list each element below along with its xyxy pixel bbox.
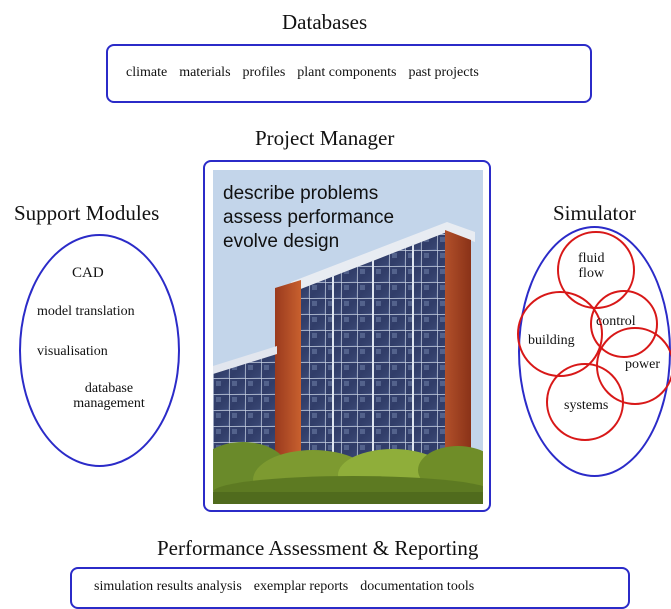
databases-items: climate materials profiles plant compone… (126, 65, 479, 81)
task-assess-performance: assess performance (223, 207, 395, 228)
task-evolve-design: evolve design (223, 231, 340, 252)
label-control: control (596, 314, 636, 329)
circle-systems (546, 363, 624, 441)
database-profiles: profiles (242, 65, 286, 80)
project-manager-tasks: describe problems assess performance evo… (223, 182, 394, 254)
support-cad: CAD (72, 265, 104, 281)
database-past-projects: past projects (408, 65, 479, 80)
simulator-title: Simulator (553, 201, 636, 225)
circle-control (590, 290, 658, 358)
label-systems: systems (564, 398, 609, 413)
database-climate: climate (126, 65, 168, 80)
label-fluid-flow: fluid flow (578, 251, 605, 282)
reporting-items: simulation results analysis exemplar rep… (94, 579, 474, 595)
building-illustration (213, 170, 483, 504)
report-simulation-results-analysis: simulation results analysis (94, 579, 242, 594)
database-materials: materials (179, 65, 231, 80)
database-plant-components: plant components (297, 65, 397, 80)
task-describe-problems: describe problems (223, 183, 379, 204)
reporting-title: Performance Assessment & Reporting (157, 536, 479, 560)
support-database-management: database management (73, 381, 145, 412)
project-manager-box: describe problems assess performance evo… (203, 160, 491, 512)
project-manager-title: Project Manager (255, 126, 395, 150)
databases-title: Databases (282, 10, 368, 34)
label-building: building (528, 333, 575, 348)
support-model-translation: model translation (37, 304, 135, 319)
building-photo: describe problems assess performance evo… (213, 170, 483, 504)
support-modules-ellipse (19, 234, 180, 467)
circle-building (517, 291, 603, 377)
label-power: power (625, 357, 660, 372)
databases-box: climate materials profiles plant compone… (106, 44, 592, 103)
report-exemplar-reports: exemplar reports (253, 579, 349, 594)
support-visualisation: visualisation (37, 344, 108, 359)
support-modules-title: Support Modules (14, 201, 160, 225)
report-documentation-tools: documentation tools (360, 579, 475, 594)
reporting-box: simulation results analysis exemplar rep… (70, 567, 630, 609)
